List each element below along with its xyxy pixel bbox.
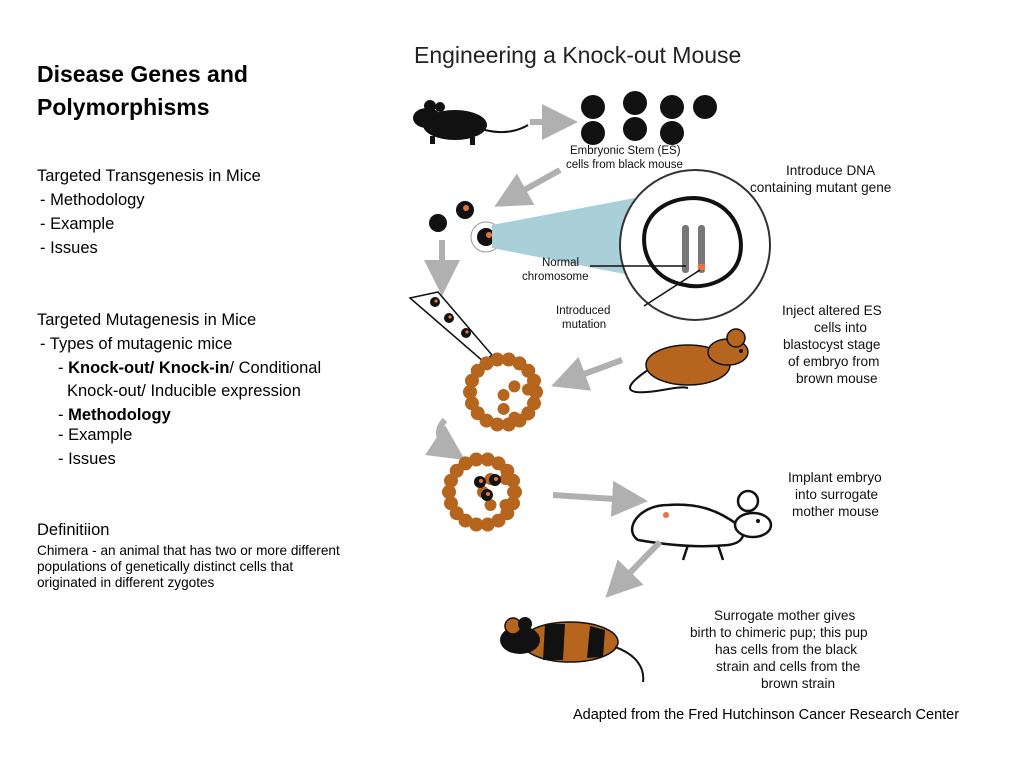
blastocyst-cell bbox=[521, 408, 534, 421]
normal-chromosome-icon bbox=[682, 225, 689, 273]
introduce-1: Introduce DNA bbox=[786, 163, 876, 178]
figure-title: Engineering a Knock-out Mouse bbox=[414, 42, 741, 68]
slide-title: Disease Genes and Polymorphisms bbox=[37, 58, 337, 124]
knockout-mouse-figure: Engineering a Knock-out Mouse Embryonic … bbox=[408, 42, 891, 691]
zoom-circle bbox=[619, 169, 771, 321]
brown-mouse-icon bbox=[629, 328, 749, 394]
arrow-icon bbox=[494, 167, 562, 207]
blastocyst-cell bbox=[501, 352, 516, 367]
arrow-icon bbox=[551, 356, 624, 391]
definition-heading: Definitiion bbox=[37, 521, 110, 539]
blastocyst-cell bbox=[499, 473, 512, 486]
blastocyst-cell bbox=[480, 517, 495, 532]
blastocyst-cell bbox=[497, 402, 510, 415]
nucleus-outline bbox=[642, 195, 743, 289]
surrogate-5: brown strain bbox=[761, 676, 835, 691]
mutagenesis-example: - Example bbox=[58, 426, 133, 444]
mutation-mark bbox=[479, 479, 483, 483]
dash: - bbox=[58, 406, 69, 424]
mutagenesis-issues: - Issues bbox=[58, 450, 116, 468]
implant-1: Implant embryo bbox=[788, 470, 882, 485]
conditional-text: / Conditional bbox=[229, 359, 322, 377]
title-line-1: Disease Genes and bbox=[37, 61, 248, 87]
blastocyst-icon bbox=[463, 352, 543, 432]
mutagenesis-methodology: - Methodology bbox=[58, 405, 171, 425]
blastocyst-cell bbox=[469, 452, 484, 467]
methodology-text: Methodology bbox=[68, 406, 171, 424]
blastocyst-cell bbox=[490, 352, 505, 367]
pipette-icon bbox=[408, 291, 494, 363]
transgenesis-item-methodology: - Methodology bbox=[40, 191, 145, 209]
implant-3: mother mouse bbox=[792, 504, 879, 519]
mutagenesis-kinds-line1: - Knock-out/ Knock-in/ Conditional bbox=[58, 358, 321, 378]
mutation-mark bbox=[486, 492, 490, 496]
arrow-icon bbox=[425, 417, 465, 460]
blastocyst-cell bbox=[464, 396, 479, 411]
normal-label-1: Normal bbox=[542, 257, 579, 269]
surrogate-2: birth to chimeric pup; this pup bbox=[690, 625, 868, 640]
blastocyst-cell bbox=[508, 380, 521, 393]
blastocyst-cell bbox=[463, 385, 477, 399]
arrow-icon bbox=[605, 539, 663, 598]
blastocyst-cell bbox=[507, 486, 519, 498]
definition-body: Chimera - an animal that has two or more… bbox=[37, 543, 340, 590]
figure-credit: Adapted from the Fred Hutchinson Cancer … bbox=[573, 707, 960, 723]
blastocyst-cell bbox=[490, 417, 505, 432]
mutation-label-2: mutation bbox=[562, 319, 606, 331]
black-mouse-icon bbox=[413, 100, 529, 145]
blastocyst-cell bbox=[499, 498, 512, 511]
transgenesis-heading: Targeted Transgenesis in Mice bbox=[37, 167, 261, 185]
mutagenesis-kinds-line2: Knock-out/ Inducible expression bbox=[67, 382, 301, 400]
inject-3: blastocyst stage bbox=[783, 337, 880, 352]
es-cells-icon bbox=[581, 91, 717, 145]
blastocyst-cell bbox=[442, 485, 456, 499]
blastocyst-cell bbox=[469, 517, 484, 532]
mutation-label-1: Introduced bbox=[556, 305, 610, 317]
dash: - bbox=[58, 359, 69, 377]
blastocyst-cell bbox=[497, 389, 510, 402]
surrogate-mouse-icon bbox=[631, 489, 773, 561]
surrogate-4: strain and cells from the bbox=[716, 659, 860, 674]
implant-2: into surrogate bbox=[795, 487, 878, 502]
surrogate-3: has cells from the black bbox=[715, 642, 857, 657]
pointer-line bbox=[643, 269, 701, 307]
blastocyst-cell bbox=[484, 498, 497, 511]
blastocyst-cell bbox=[521, 383, 534, 396]
transgenesis-item-issues: - Issues bbox=[40, 239, 98, 257]
blastocyst-cell bbox=[508, 411, 521, 424]
zoom-cone bbox=[492, 197, 640, 277]
mutation-mark bbox=[494, 477, 498, 481]
blastocyst-cell bbox=[528, 396, 540, 408]
inject-2: cells into bbox=[814, 320, 867, 335]
blastocyst-cell bbox=[491, 513, 506, 528]
arrow-icon bbox=[552, 480, 648, 517]
transgenesis-item-example: - Example bbox=[40, 215, 115, 233]
inject-4: of embryo from bbox=[788, 354, 879, 369]
mutagenesis-heading: Targeted Mutagenesis in Mice bbox=[37, 311, 257, 329]
chimeric-blastocyst-icon bbox=[442, 452, 522, 532]
knock-out-in-text: Knock-out/ Knock-in bbox=[68, 359, 230, 377]
introduce-2: containing mutant gene bbox=[750, 180, 891, 195]
mutation-mark bbox=[698, 264, 705, 270]
title-line-2: Polymorphisms bbox=[37, 94, 210, 120]
inject-5: brown mouse bbox=[796, 371, 878, 386]
es-caption-2: cells from black mouse bbox=[566, 159, 683, 171]
es-caption-1: Embryonic Stem (ES) bbox=[570, 145, 681, 157]
blastocyst-cell bbox=[443, 496, 458, 511]
chimeric-pup-icon bbox=[500, 617, 645, 683]
surrogate-1: Surrogate mother gives bbox=[714, 608, 855, 623]
mutagenesis-types: - Types of mutagenic mice bbox=[40, 335, 233, 353]
blastocyst-cell bbox=[479, 356, 494, 371]
normal-label-2: chromosome bbox=[522, 271, 588, 283]
mutant-chromosome-icon bbox=[698, 225, 705, 273]
blastocyst-cell bbox=[480, 452, 495, 467]
blastocyst-cell bbox=[458, 456, 473, 471]
inject-1: Inject altered ES bbox=[782, 303, 882, 318]
